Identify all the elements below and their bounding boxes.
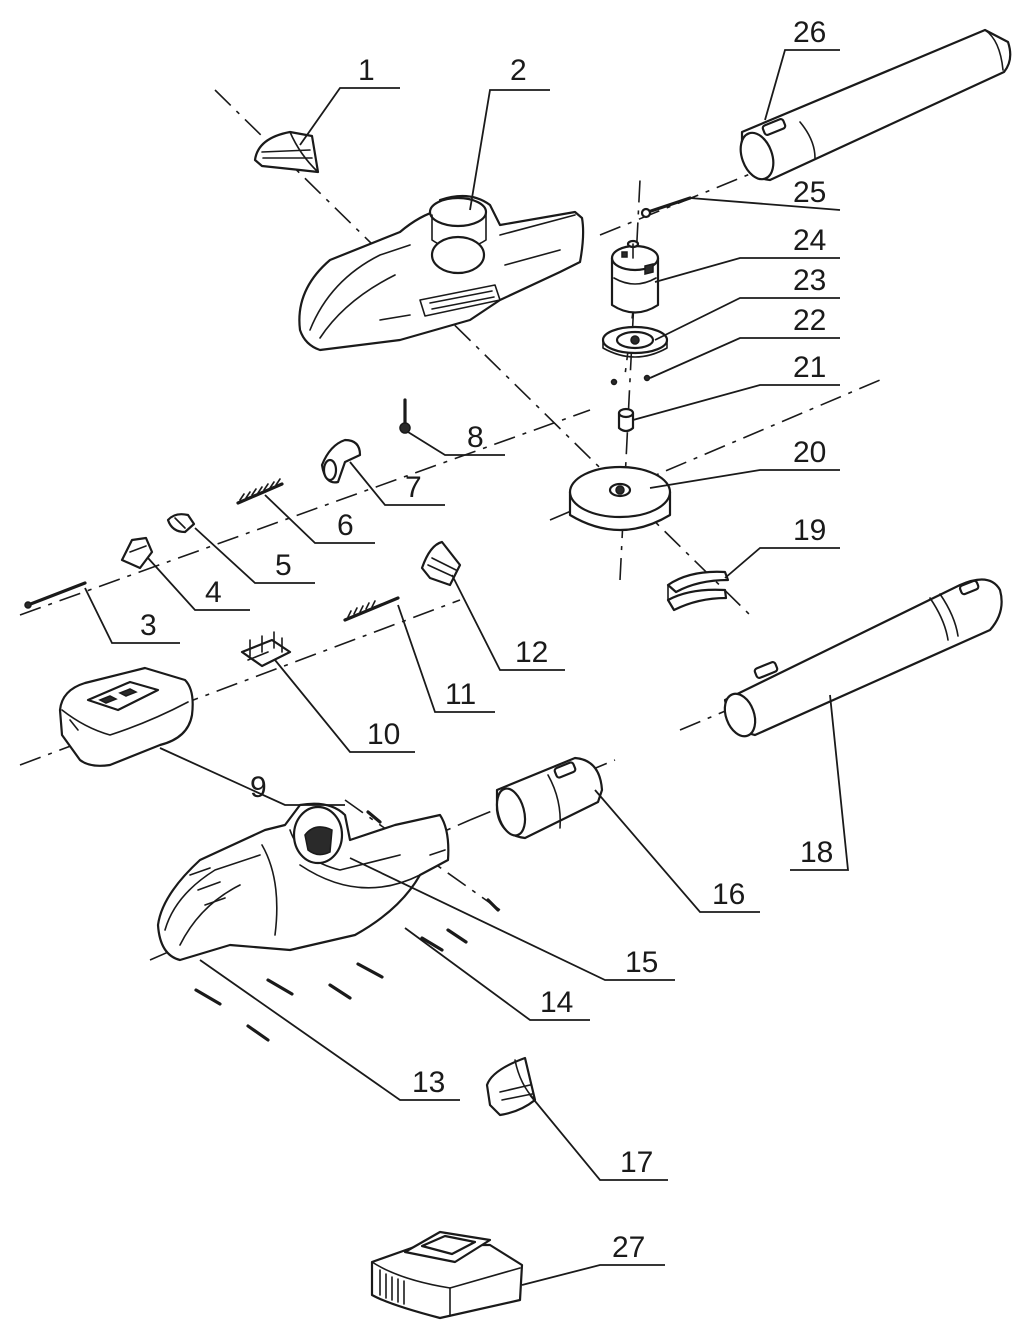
callout-24: 24 (793, 224, 826, 257)
part-6-spring (236, 478, 284, 505)
callout-26: 26 (793, 16, 826, 49)
callout-8: 8 (467, 421, 484, 454)
part-3-pin (24, 581, 87, 609)
callout-25: 25 (793, 176, 826, 209)
callout-6: 6 (337, 509, 354, 542)
part-4-switch (120, 536, 154, 570)
part-16-coupler (495, 756, 604, 840)
callout-1: 1 (358, 54, 375, 87)
callout-labels: 1 2 26 25 24 23 22 21 20 19 8 7 6 5 4 3 … (140, 16, 833, 1264)
callout-9: 9 (250, 771, 267, 804)
part-14-screws (194, 810, 500, 1042)
callout-10: 10 (367, 718, 400, 751)
part-18-tube (723, 578, 1003, 738)
part-7-trigger (320, 438, 362, 484)
part-13-lower-housing (156, 802, 450, 962)
callout-13: 13 (412, 1066, 445, 1099)
part-11-pin (343, 596, 400, 622)
part-20-impeller (568, 465, 672, 531)
callout-3: 3 (140, 609, 157, 642)
callout-2: 2 (510, 54, 527, 87)
callout-17: 17 (620, 1146, 653, 1179)
callout-18: 18 (800, 836, 833, 869)
callout-22: 22 (793, 304, 826, 337)
callout-15: 15 (625, 946, 658, 979)
callout-12: 12 (515, 636, 548, 669)
part-24-motor (610, 239, 660, 314)
part-17-cover (485, 1056, 537, 1117)
part-1-cover (253, 130, 320, 174)
part-27-charger (370, 1230, 524, 1320)
part-22-screws (610, 374, 651, 386)
callout-14: 14 (540, 986, 573, 1019)
part-25-pin (640, 196, 692, 219)
part-8-screw (399, 398, 411, 434)
callout-4: 4 (205, 576, 222, 609)
leader-lines (84, 49, 849, 1286)
callout-16: 16 (712, 878, 745, 911)
callout-20: 20 (793, 436, 826, 469)
part-9-battery (58, 666, 194, 767)
part-21-nut (617, 407, 635, 433)
callout-23: 23 (793, 264, 826, 297)
part-2-upper-housing (298, 194, 585, 352)
callout-19: 19 (793, 514, 826, 547)
part-10-contact (240, 631, 292, 668)
part-23-fan-hub (601, 325, 669, 358)
part-5-clip (166, 513, 196, 534)
part-19-bracket (666, 570, 730, 612)
callout-27: 27 (612, 1231, 645, 1264)
part-26-blower-tube (739, 28, 1012, 182)
callout-11: 11 (445, 678, 476, 711)
callout-5: 5 (275, 549, 292, 582)
callout-7: 7 (405, 471, 422, 504)
callout-21: 21 (793, 351, 826, 384)
